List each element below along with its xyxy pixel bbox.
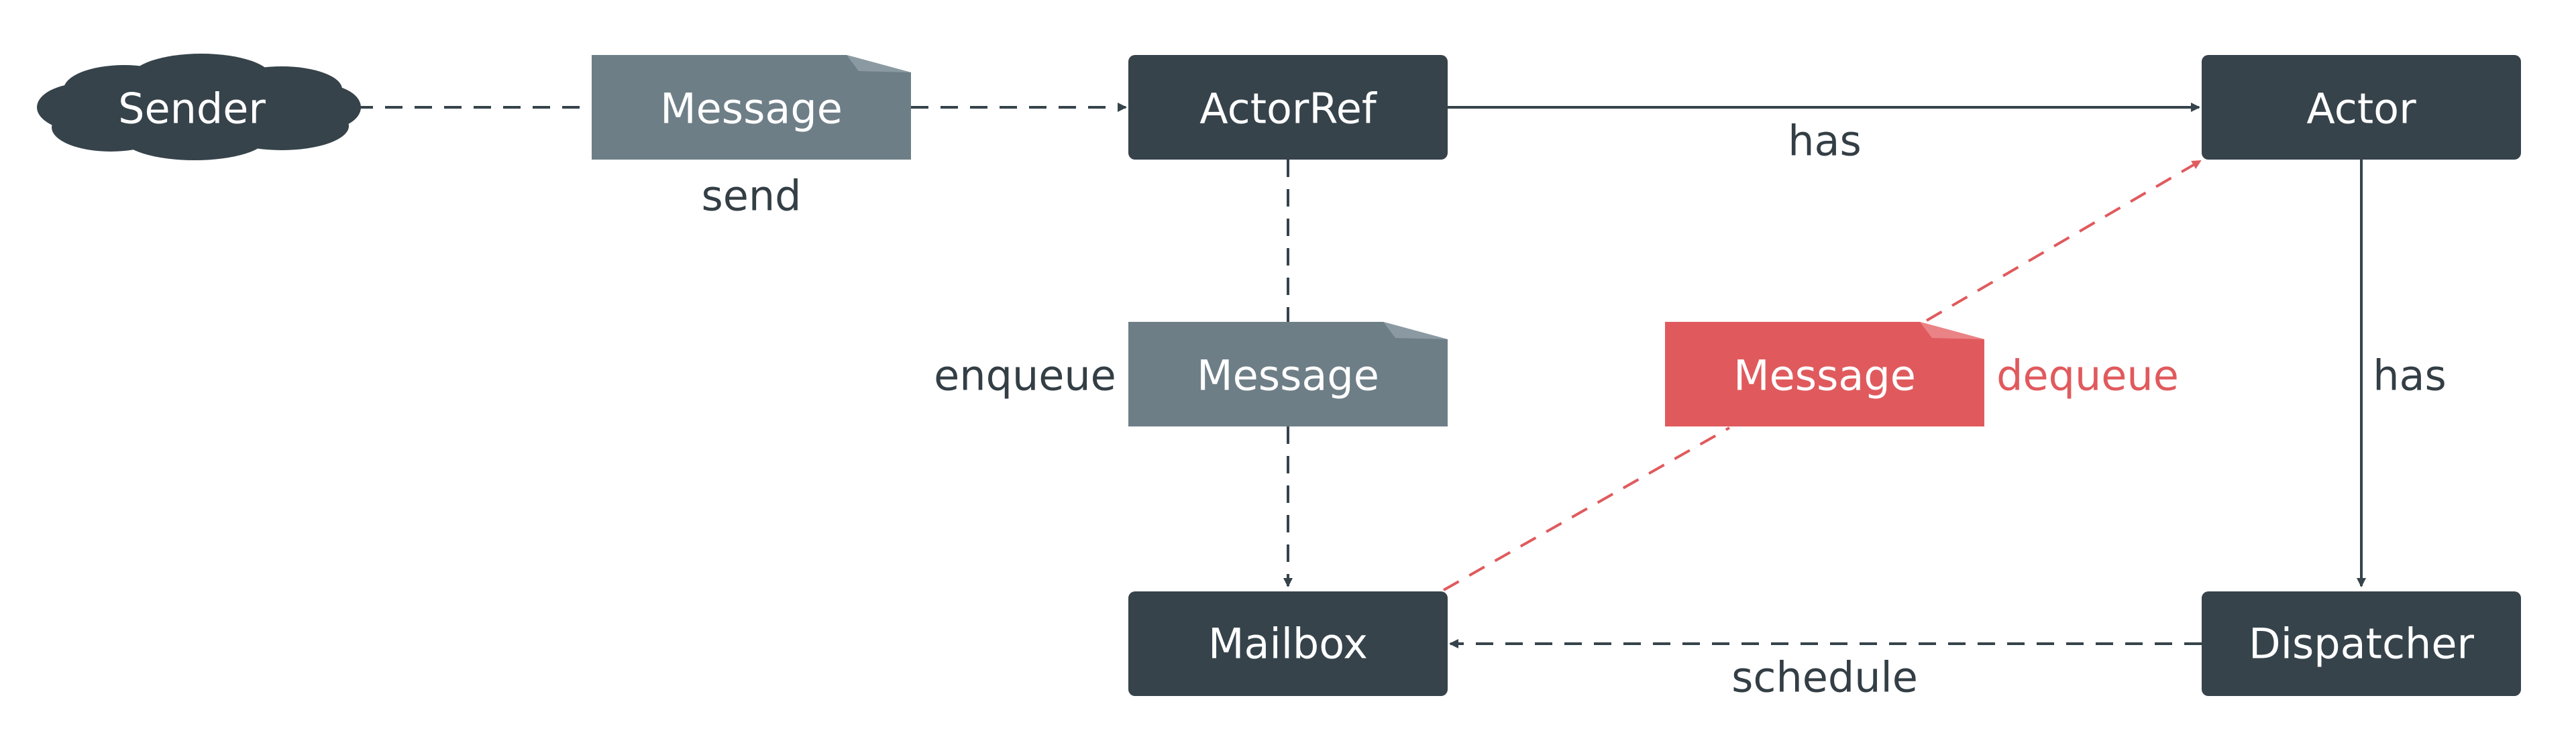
note-shape: [1128, 322, 1448, 426]
edge-dequeue-to-actor: [1925, 160, 2202, 322]
enqueue-label: enqueue: [934, 351, 1116, 400]
schedule-label: schedule: [1731, 653, 1918, 702]
note-shape: [592, 55, 911, 160]
edge-mailbox-to-dequeue: [1443, 426, 1730, 591]
message-label: Message: [660, 84, 843, 133]
mailbox-node: Mailbox: [1128, 591, 1448, 696]
message-label: Message: [1733, 351, 1916, 400]
note-fold: [1920, 322, 1984, 339]
message-note-enqueue: Message: [1128, 322, 1448, 426]
actor-label: Actor: [2306, 84, 2416, 133]
note-fold: [847, 55, 911, 72]
actorref-node: ActorRef: [1128, 55, 1448, 160]
note-fold: [1383, 322, 1448, 339]
send-label: send: [701, 172, 801, 221]
dequeue-label: dequeue: [1996, 351, 2179, 400]
dispatcher-node: Dispatcher: [2202, 591, 2521, 696]
message-label: Message: [1197, 351, 1379, 400]
sender-node: Sender: [37, 54, 361, 160]
cloud-shape: [37, 54, 361, 160]
actorref-label: ActorRef: [1199, 84, 1378, 133]
dispatcher-label: Dispatcher: [2249, 620, 2474, 669]
note-shape: [1665, 322, 1984, 426]
message-note-dequeue: Message: [1665, 322, 1984, 426]
has-actor-label: has: [1788, 117, 1862, 166]
message-note-send: Message: [592, 55, 911, 160]
actor-node: Actor: [2202, 55, 2521, 160]
sender-label: Sender: [118, 84, 266, 133]
has-dispatcher-label: has: [2373, 351, 2447, 400]
mailbox-label: Mailbox: [1208, 620, 1368, 669]
